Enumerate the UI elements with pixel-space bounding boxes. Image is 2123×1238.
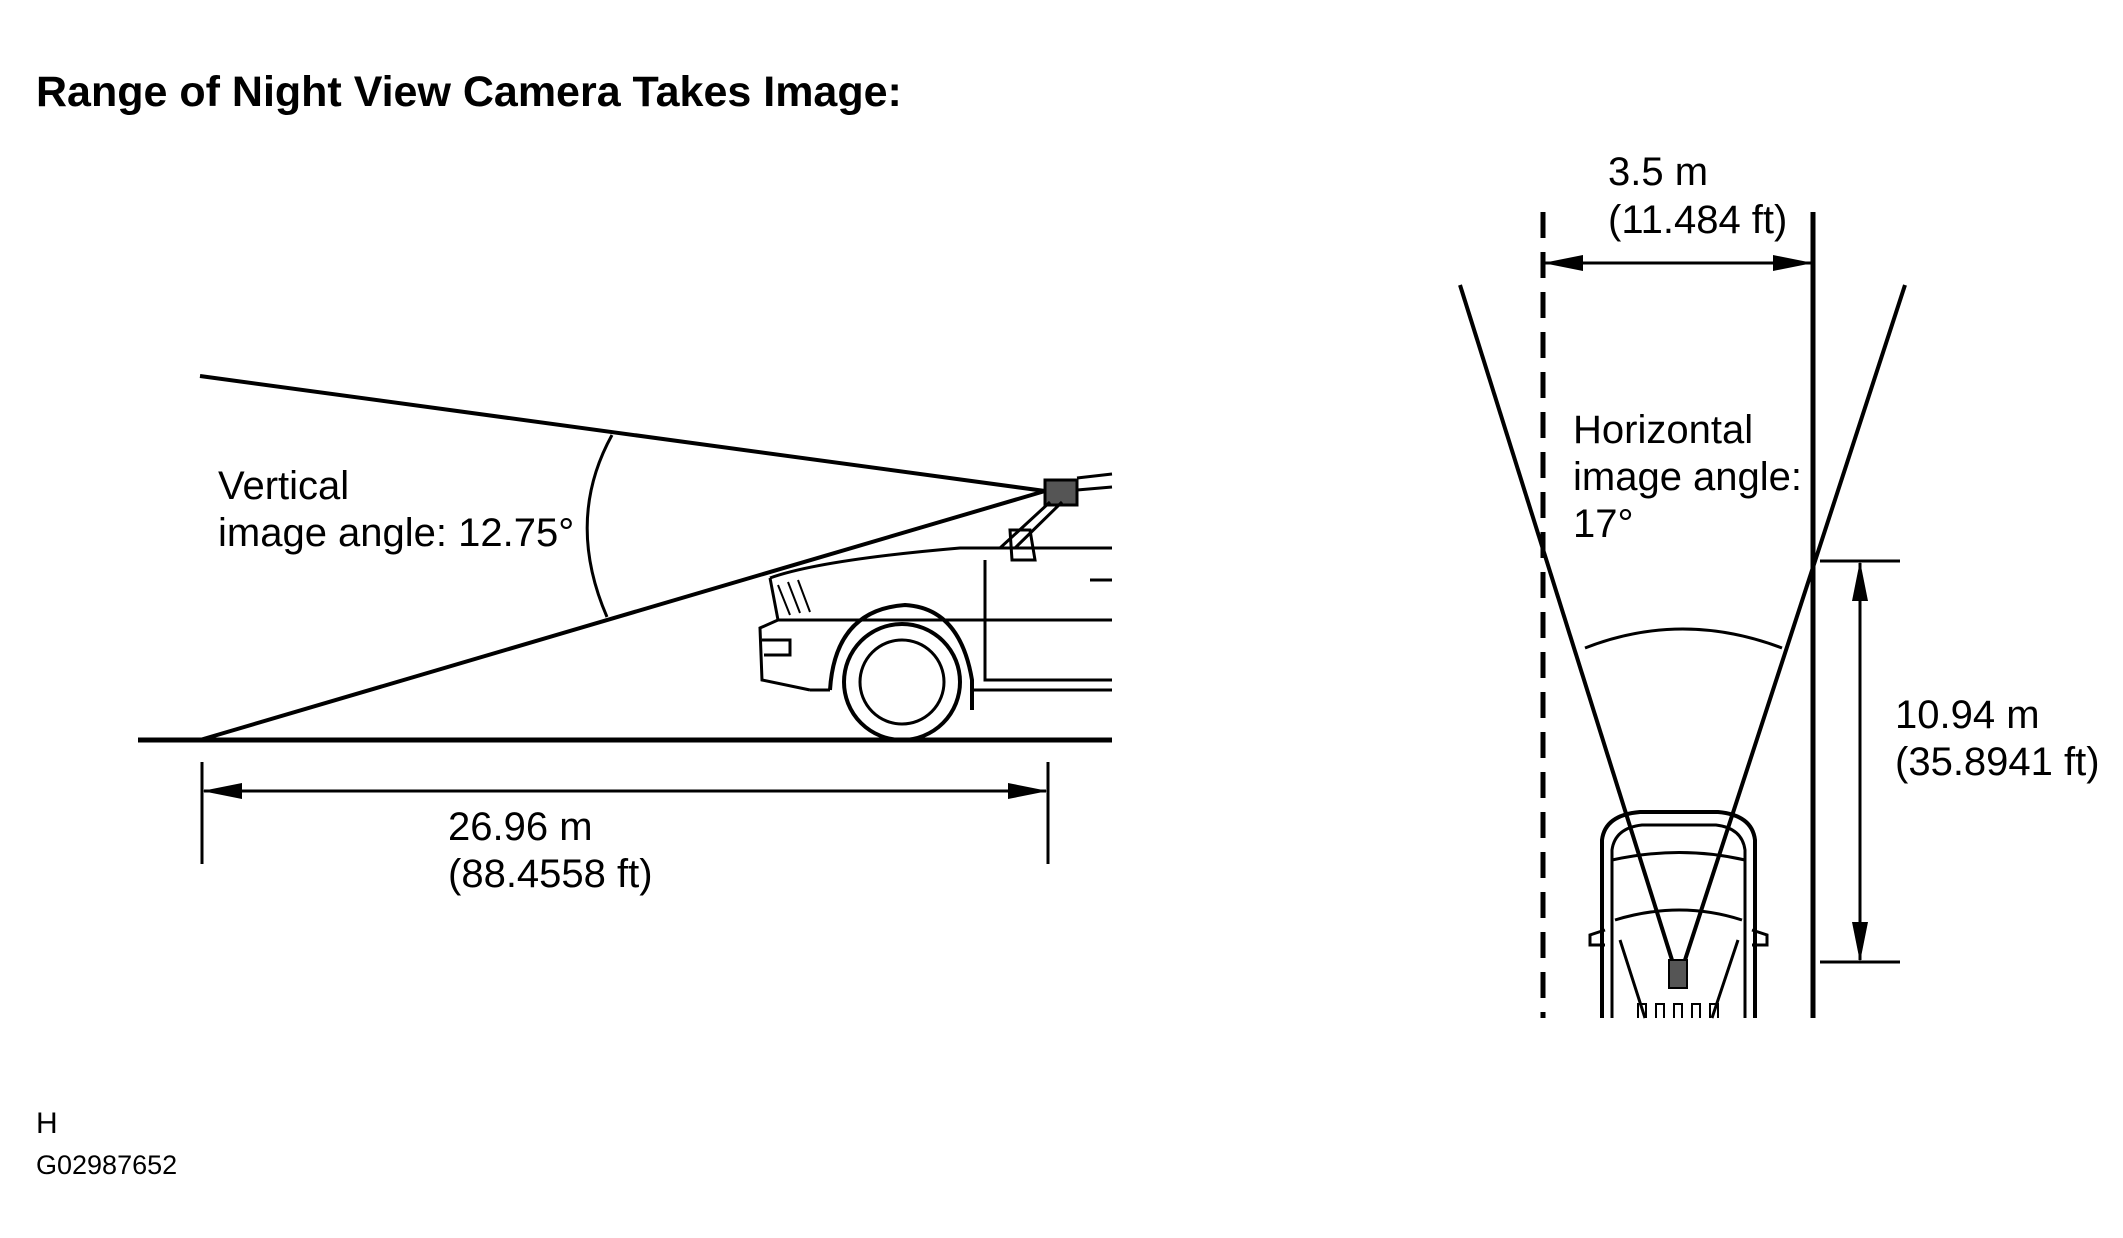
lane-width-imperial: (11.484 ft) <box>1608 198 1787 242</box>
side-view: Vertical image angle: 12.75° 26.96 m (88… <box>138 374 1113 896</box>
side-distance-metric: 26.96 m <box>448 805 593 849</box>
lower-fov-line <box>199 489 1046 742</box>
upper-fov-line <box>199 374 1046 493</box>
lane-width-metric: 3.5 m <box>1608 150 1708 194</box>
camera-icon <box>1043 478 1079 507</box>
camera-icon-top <box>1668 959 1688 989</box>
horizontal-angle-label-line2: image angle: <box>1573 455 1802 499</box>
vehicle-side-icon <box>758 472 1113 742</box>
vertical-angle-arc <box>585 434 614 618</box>
right-fov-line <box>1683 284 1907 961</box>
top-distance-metric: 10.94 m <box>1895 693 2040 737</box>
vehicle-top-icon <box>1588 810 1769 1019</box>
diagram-title: Range of Night View Camera Takes Image: <box>36 68 902 116</box>
left-fov-line <box>1458 284 1674 961</box>
footer-letter: H <box>36 1107 58 1140</box>
side-distance-imperial: (88.4558 ft) <box>448 852 653 896</box>
horizontal-angle-label-line1: Horizontal <box>1573 408 1753 452</box>
top-view: 3.5 m (11.484 ft) Horizontal image angle… <box>1458 150 2100 1019</box>
vertical-angle-label-line2: image angle: 12.75° <box>218 511 574 555</box>
horizontal-angle-label-line3: 17° <box>1573 502 1634 546</box>
top-distance-imperial: (35.8941 ft) <box>1895 740 2100 784</box>
horizontal-angle-arc <box>1584 627 1783 650</box>
vertical-angle-label-line1: Vertical <box>218 464 349 508</box>
figure-code: G02987652 <box>36 1150 177 1180</box>
